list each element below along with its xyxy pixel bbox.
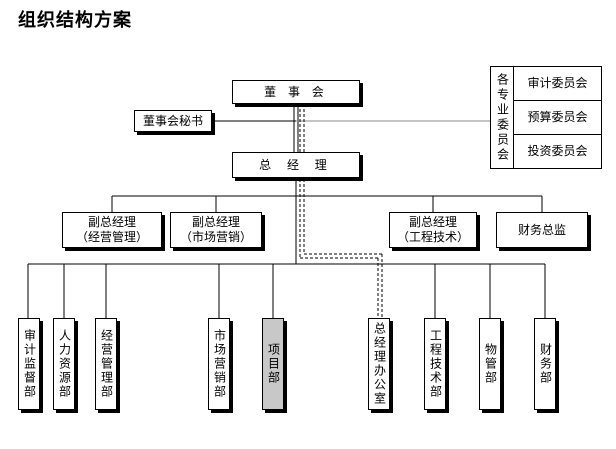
dept-audit: 审计监督部 (18, 318, 40, 410)
dept-property: 物管部 (479, 318, 501, 410)
dept-finance: 财务部 (534, 318, 556, 410)
committee-investment: 投资委员会 (527, 144, 588, 158)
vp-marketing-area: （市场营销） (179, 230, 252, 244)
vp-operations-area: （经营管理） (75, 230, 148, 244)
page-title: 组织结构方案 (18, 10, 132, 31)
dept-project: 项目部 (262, 318, 284, 410)
committee-budget: 预算委员会 (514, 101, 601, 135)
vp-engineering-box: 副总经理 （工程技术） (389, 212, 477, 248)
dept-ceo-office: 总经理办公室 (368, 318, 390, 410)
committee-group: 各专业委员会 审计委员会 预算委员会 投资委员会 (490, 66, 602, 169)
vp-marketing-box: 副总经理 （市场营销） (170, 212, 262, 248)
ceo-box: 总 经 理 (232, 152, 360, 178)
dept-engineering: 工程技术部 (424, 318, 446, 410)
dept-operations: 经营管理部 (95, 318, 117, 410)
committee-label: 各专业委员会 (491, 67, 514, 168)
vp-operations-box: 副总经理 （经营管理） (62, 212, 162, 248)
vp-engineering-title: 副总经理 (408, 215, 457, 229)
vp-engineering-area: （工程技术） (396, 230, 469, 244)
vp-operations-title: 副总经理 (87, 215, 136, 229)
vp-marketing-title: 副总经理 (191, 215, 240, 229)
committee-audit: 审计委员会 (514, 67, 601, 101)
board-box: 董 事 会 (232, 80, 360, 104)
secretary-box: 董事会秘书 (134, 110, 212, 132)
cfo-box: 财务总监 (496, 212, 588, 248)
dept-hr: 人力资源部 (53, 318, 75, 410)
dept-marketing: 市场营销部 (208, 318, 230, 410)
